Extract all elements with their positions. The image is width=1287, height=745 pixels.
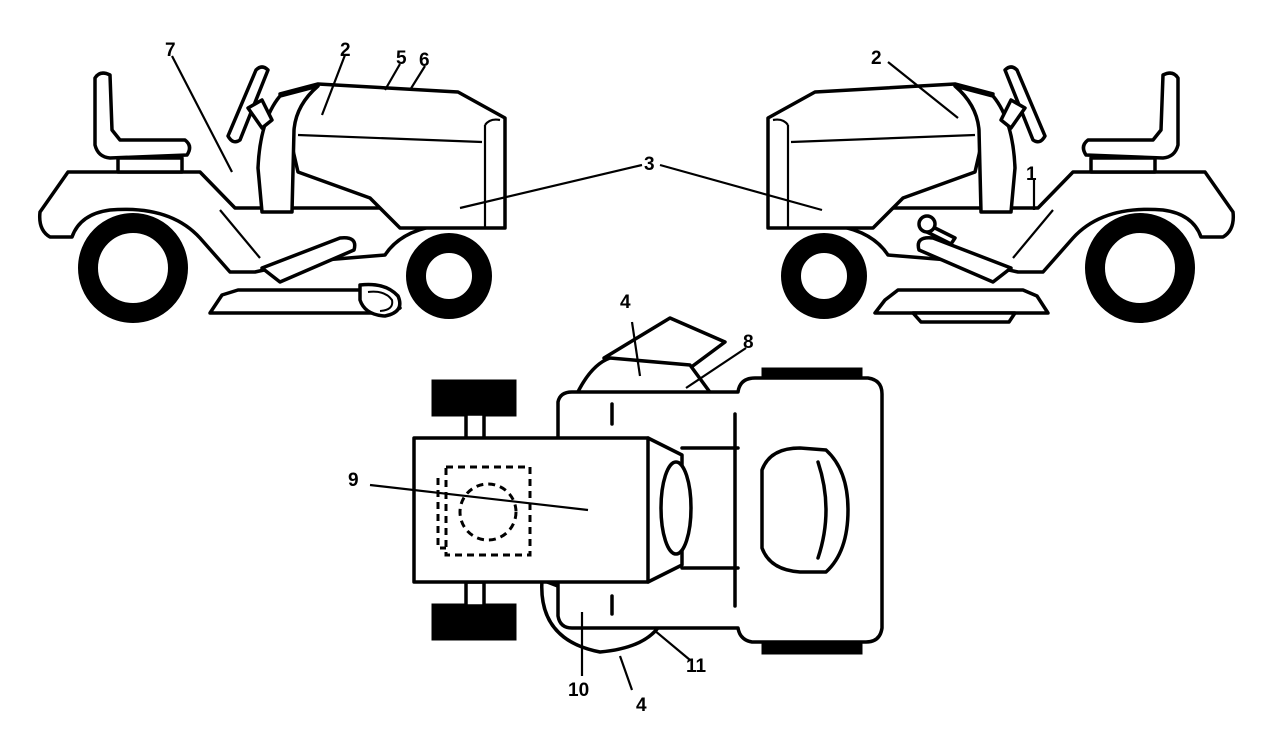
hood-right [766, 82, 995, 230]
callout-2-left: 2 [340, 40, 351, 61]
engine-pulley-dashed [458, 482, 518, 542]
mower-deck-right [873, 288, 1050, 315]
steering-wheel-right [1003, 65, 1047, 144]
rear-body-top [412, 436, 684, 584]
rear-fender-right [771, 170, 1236, 274]
hood-left [278, 82, 507, 230]
front-wheel-left [406, 233, 492, 319]
deck-chute-left [358, 282, 402, 318]
engine-outline-dashed [444, 465, 532, 557]
grille-top [760, 446, 850, 574]
rear-tire-top-lower [431, 603, 517, 641]
pedal-right [916, 236, 1013, 284]
tractor-right-side-view [766, 65, 1236, 324]
callout-11: 11 [686, 656, 707, 677]
callout-10: 10 [568, 680, 589, 701]
discharge-deflector-top [573, 356, 714, 400]
rear-tire-top-upper [431, 379, 517, 417]
front-wheel-right [781, 233, 867, 319]
callout-7: 7 [165, 40, 176, 61]
rear-wheel-left [78, 213, 188, 323]
callout-3: 3 [644, 154, 655, 175]
seat-left [93, 71, 192, 160]
dash-panel-left [256, 84, 320, 214]
callout-2-right: 2 [871, 48, 882, 69]
callout-5: 5 [396, 48, 407, 69]
rear-fender-left [37, 170, 502, 274]
callout-4-top: 4 [620, 292, 631, 313]
rear-wheel-right [1085, 213, 1195, 323]
callout-6: 6 [419, 50, 430, 71]
callout-4-bottom: 4 [636, 695, 647, 716]
steering-wheel-left [226, 65, 270, 144]
tractor-top-view [369, 316, 884, 691]
tractor-left-side-view [37, 54, 507, 323]
callout-1: 1 [1026, 164, 1037, 185]
pedal-left [260, 236, 357, 284]
callout-9: 9 [348, 470, 359, 491]
steering-wheel-top [659, 460, 693, 556]
dash-panel-right [953, 84, 1017, 214]
seat-right [1081, 71, 1180, 160]
callout-8: 8 [743, 332, 754, 353]
